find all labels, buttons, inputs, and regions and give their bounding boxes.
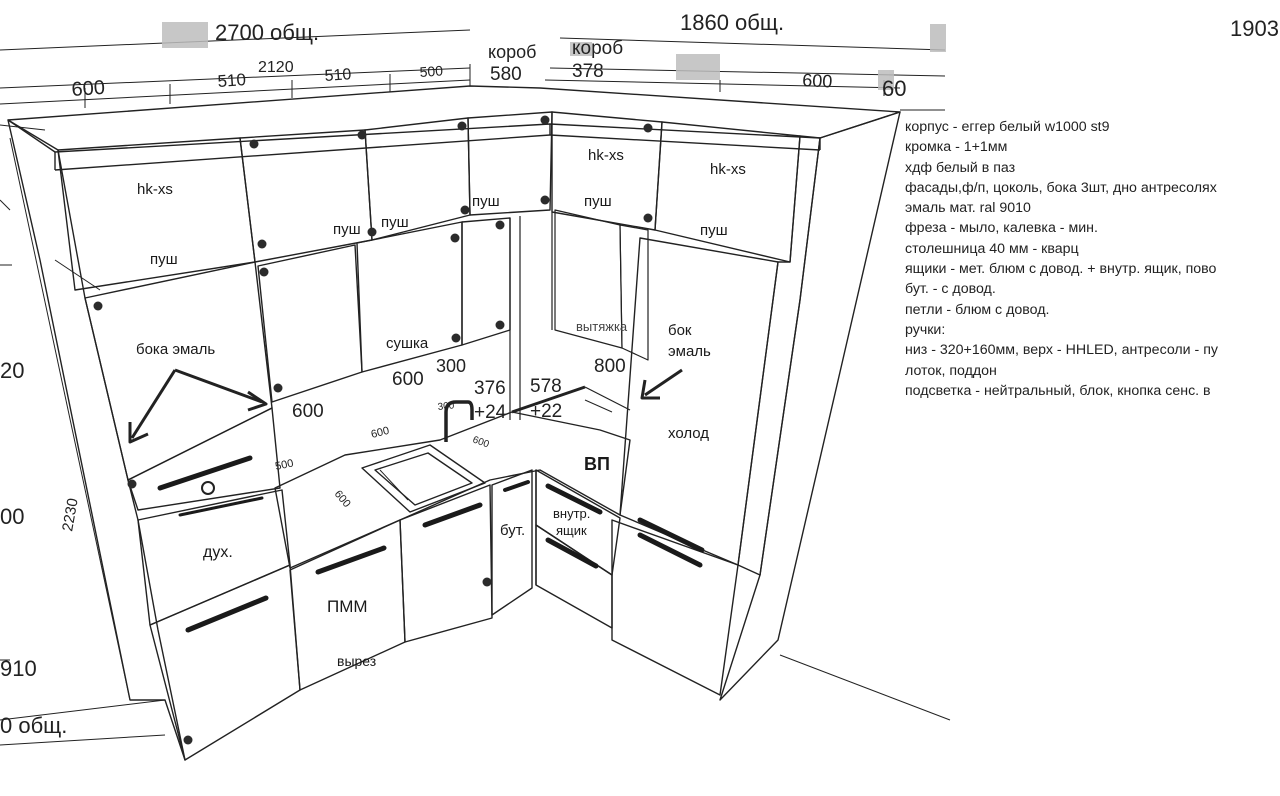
- dimension-lines: [0, 29, 946, 108]
- dim-top-left-total: 2700 общ.: [215, 20, 319, 45]
- dim-left-total: 0 общ.: [0, 713, 67, 738]
- dim-wall-300: 300: [436, 356, 466, 376]
- dim-box1-value: 580: [490, 64, 522, 85]
- fridge-handle-1: [637, 517, 705, 553]
- label-push-3: пуш: [381, 214, 409, 231]
- dim-box2-label: короб: [572, 38, 623, 59]
- spec-line: фреза - мыло, калевка - мин.: [905, 220, 1098, 237]
- tall-column-left: [7, 119, 301, 761]
- dim-wall-600a: 600: [292, 401, 324, 422]
- dim-box1-label: короб: [488, 42, 536, 62]
- spec-line: хдф белый в паз: [905, 159, 1016, 176]
- dim-counter-300: 300: [437, 400, 455, 413]
- label-cutout: вырез: [337, 653, 376, 669]
- label-hood: вытяжка: [576, 319, 628, 334]
- dishwasher-handle: [315, 545, 387, 575]
- dim-500: 500: [419, 62, 444, 80]
- spec-line: подсветка - нейтральный, блок, кнопка се…: [905, 382, 1211, 399]
- label-push-4: пуш: [472, 193, 500, 210]
- lower-left-handle: [185, 595, 269, 633]
- spec-list: корпус - еггер белый w1000 st9 кромка - 1…: [905, 117, 1280, 401]
- sink: [361, 400, 486, 513]
- dim-2230: 2230: [59, 497, 82, 533]
- dim-wall-600b: 600: [392, 369, 424, 390]
- label-dryer: сушка: [386, 335, 429, 352]
- label-push-1: пуш: [150, 251, 178, 268]
- dimension-texts: 2700 общ. 1860 общ. 2120 600 510 510 500…: [0, 10, 906, 738]
- label-bottles: бут.: [500, 522, 525, 539]
- spec-line: эмаль мат. ral 9010: [905, 200, 1031, 217]
- bottles-handle: [503, 480, 530, 492]
- dim-top-middle-total: 1860 общ.: [680, 10, 784, 35]
- spec-line: петли - блюм с довод.: [905, 301, 1050, 318]
- dim-left-910: 910: [0, 656, 37, 681]
- dim-counter-600c: 600: [471, 434, 491, 450]
- dim-top-right-total: 1903: [1230, 16, 1279, 41]
- dim-box2-value: 378: [572, 61, 604, 82]
- dim-counter-500: 500: [274, 457, 294, 473]
- dim-60: 60: [882, 76, 906, 101]
- label-side-enamel-left: бока эмаль: [136, 341, 215, 358]
- drawer-handle-1: [545, 483, 603, 515]
- label-inner-drawer-2: ящик: [556, 523, 587, 538]
- dim-600-right: 600: [802, 70, 833, 92]
- dim-niche-376: 376: [474, 378, 506, 399]
- spec-line: бут. - с довод.: [905, 281, 996, 298]
- dim-510a: 510: [217, 70, 247, 91]
- dim-600: 600: [71, 77, 106, 101]
- dim-2120: 2120: [258, 59, 294, 76]
- sink-cab-handle: [422, 502, 483, 528]
- oven-top-handle: [157, 455, 253, 491]
- dim-counter-600b: 600: [332, 488, 353, 510]
- label-inner-drawer-1: внутр.: [553, 506, 590, 521]
- spec-line: кромка - 1+1мм: [905, 139, 1008, 156]
- drawer-handle-2: [545, 537, 599, 569]
- left-wall-lines: [0, 109, 951, 746]
- base-cabinets: [274, 411, 631, 691]
- dim-left-00: 00: [0, 504, 24, 529]
- dim-niche-578-add: +22: [530, 401, 562, 422]
- spec-line: фасады,ф/п, цоколь, бока 3шт, дно антрес…: [905, 179, 1217, 196]
- label-side-enamel-right-2: эмаль: [668, 343, 711, 360]
- tall-column-right: [611, 111, 901, 701]
- spec-line: ящики - мет. блюм с довод. + внутр. ящик…: [905, 261, 1217, 278]
- annotation-arrows: [128, 368, 683, 444]
- label-push-5: пуш: [584, 193, 612, 210]
- label-push-6: пуш: [700, 222, 728, 239]
- fridge-handle-2: [637, 532, 703, 568]
- dim-510b: 510: [324, 66, 352, 85]
- label-hk-xs-mid: hk-xs: [588, 147, 624, 164]
- spec-line: корпус - еггер белый w1000 st9: [905, 119, 1110, 135]
- spec-line: лоток, поддон: [905, 362, 997, 379]
- dim-counter-600a: 600: [370, 425, 391, 441]
- label-fridge: холод: [668, 425, 709, 442]
- cabinet-labels: hk-xs hk-xs hk-xs пуш пуш пуш пуш пуш пу…: [136, 147, 746, 669]
- label-hk-xs-right: hk-xs: [710, 161, 746, 178]
- spec-line: низ - 320+160мм, верх - HHLED, антресоли…: [905, 342, 1218, 359]
- handles: [157, 455, 705, 633]
- dim-hood-800: 800: [594, 356, 626, 377]
- dim-niche-578: 578: [530, 376, 562, 397]
- push-knobs: [93, 115, 653, 745]
- redaction-blurs: [162, 22, 946, 90]
- spec-line: ручки:: [905, 321, 946, 338]
- spec-line: столешница 40 мм - кварц: [905, 240, 1079, 257]
- label-dishwasher: ПММ: [327, 597, 368, 616]
- oven-handle: [178, 496, 264, 517]
- cornice-top: [7, 85, 901, 171]
- dim-left-20: 20: [0, 358, 24, 383]
- label-side-enamel-right-1: бок: [668, 322, 692, 339]
- label-push-2: пуш: [333, 221, 361, 238]
- dim-niche-376-add: +24: [474, 402, 507, 423]
- label-hob: ВП: [584, 454, 610, 474]
- label-oven: дух.: [203, 544, 233, 561]
- label-hk-xs-left: hk-xs: [137, 181, 173, 198]
